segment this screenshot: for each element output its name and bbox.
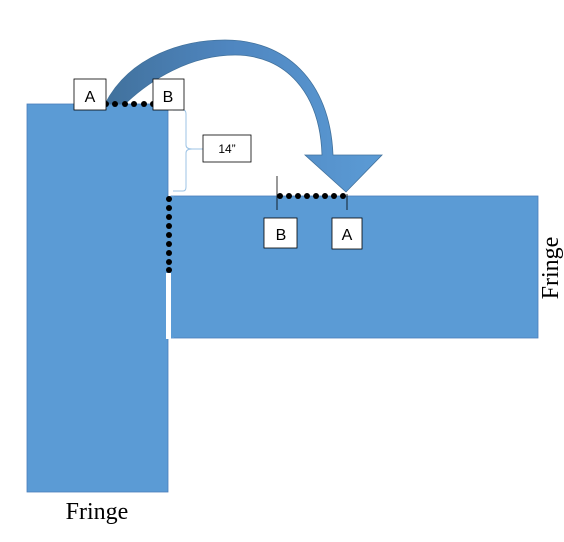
seam-vertical: [166, 196, 172, 273]
vertical-panel: [26, 103, 169, 493]
horizontal-panel: [170, 195, 539, 339]
label-box-b-left: [152, 78, 185, 111]
open-gap: [166, 273, 171, 339]
label-box-a-right: [331, 217, 363, 250]
seam-top-right: [277, 193, 346, 199]
measurement-brace: [173, 109, 193, 192]
label-a-left: A: [85, 89, 96, 106]
label-b-right: B: [276, 227, 287, 244]
fold-arrow: [104, 39, 383, 193]
label-box-b-right: [263, 217, 298, 249]
label-b-left: B: [163, 89, 174, 106]
label-box-a-left: [73, 78, 107, 111]
measurement-box: [202, 134, 252, 163]
measurement-label: 14”: [218, 142, 235, 156]
fringe-label-bottom: Fringe: [66, 499, 129, 525]
panel-join: [166, 196, 174, 338]
label-a-right: A: [342, 227, 353, 244]
fringe-label-right: Fringe: [538, 237, 564, 300]
